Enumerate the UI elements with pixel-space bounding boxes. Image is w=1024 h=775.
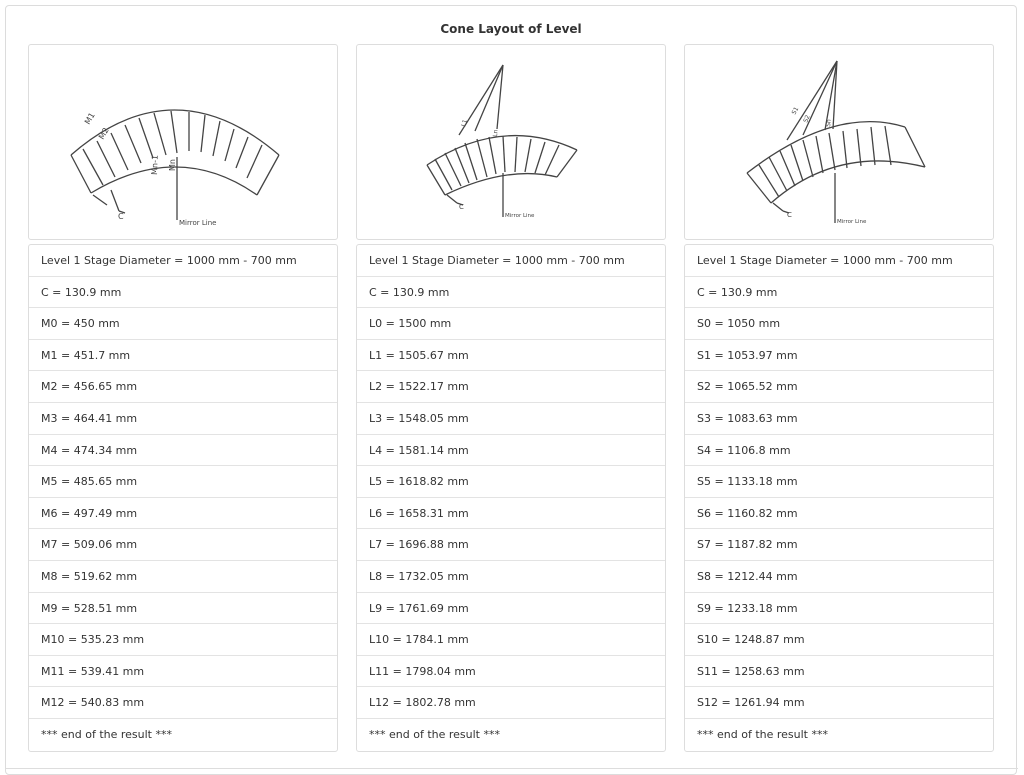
list-item: L4 = 1581.14 mm bbox=[357, 435, 665, 467]
list-item: S4 = 1106.8 mm bbox=[685, 435, 993, 467]
list-item: S10 = 1248.87 mm bbox=[685, 624, 993, 656]
list-item: M7 = 509.06 mm bbox=[29, 529, 337, 561]
list-item: L12 = 1802.78 mm bbox=[357, 687, 665, 719]
list-item: M11 = 539.41 mm bbox=[29, 656, 337, 688]
label-s1: S1 bbox=[791, 106, 801, 116]
list-item: M2 = 456.65 mm bbox=[29, 371, 337, 403]
label-c: C bbox=[787, 211, 792, 219]
label-mn-1: Mn-1 bbox=[150, 155, 160, 175]
column-s: S1 S2 Sn C Mirror Line Level 1 Stage Dia… bbox=[684, 44, 994, 752]
list-item: M8 = 519.62 mm bbox=[29, 561, 337, 593]
list-item: M9 = 528.51 mm bbox=[29, 593, 337, 625]
label-s2: S2 bbox=[802, 114, 811, 124]
layout-diagram-l: L1 Ln C Mirror Line bbox=[426, 64, 578, 219]
list-item: S0 = 1050 mm bbox=[685, 308, 993, 340]
list-item: S2 = 1065.52 mm bbox=[685, 371, 993, 403]
list-item: L1 = 1505.67 mm bbox=[357, 340, 665, 372]
list-item: L7 = 1696.88 mm bbox=[357, 529, 665, 561]
result-list-s: Level 1 Stage Diameter = 1000 mm - 700 m… bbox=[684, 244, 994, 752]
list-item: S6 = 1160.82 mm bbox=[685, 498, 993, 530]
result-list-l: Level 1 Stage Diameter = 1000 mm - 700 m… bbox=[356, 244, 666, 752]
list-item: S5 = 1133.18 mm bbox=[685, 466, 993, 498]
cone-layout-figure-s: S1 S2 Sn C Mirror Line bbox=[684, 44, 994, 240]
page-title: Cone Layout of Level bbox=[440, 22, 582, 36]
list-item: C = 130.9 mm bbox=[685, 277, 993, 309]
list-item: L11 = 1798.04 mm bbox=[357, 656, 665, 688]
list-item: M3 = 464.41 mm bbox=[29, 403, 337, 435]
list-item: M5 = 485.65 mm bbox=[29, 466, 337, 498]
list-item: L5 = 1618.82 mm bbox=[357, 466, 665, 498]
list-item: C = 130.9 mm bbox=[357, 277, 665, 309]
bottom-divider bbox=[6, 768, 1018, 769]
label-ln: Ln bbox=[492, 129, 499, 137]
list-item: L8 = 1732.05 mm bbox=[357, 561, 665, 593]
list-item: *** end of the result *** bbox=[697, 727, 828, 741]
label-m1: M1 bbox=[83, 111, 97, 126]
list-item: S8 = 1212.44 mm bbox=[685, 561, 993, 593]
result-panel: Cone Layout of Level bbox=[5, 5, 1018, 775]
list-item: Level 1 Stage Diameter = 1000 mm - 700 m… bbox=[357, 245, 665, 277]
result-list-m: Level 1 Stage Diameter = 1000 mm - 700 m… bbox=[28, 244, 338, 752]
label-mirror-line: Mirror Line bbox=[179, 219, 216, 227]
label-mn: Mn bbox=[168, 159, 177, 171]
list-item: S9 = 1233.18 mm bbox=[685, 593, 993, 625]
column-m: M1 M2 Mn-1 Mn C Mirror Line Level 1 Stag… bbox=[28, 44, 338, 752]
list-item: S11 = 1258.63 mm bbox=[685, 656, 993, 688]
cone-layout-figure-l: L1 Ln C Mirror Line bbox=[356, 44, 666, 240]
list-item: S1 = 1053.97 mm bbox=[685, 340, 993, 372]
list-item: C = 130.9 mm bbox=[29, 277, 337, 309]
cone-layout-figure-m: M1 M2 Mn-1 Mn C Mirror Line bbox=[28, 44, 338, 240]
list-item: S12 = 1261.94 mm bbox=[685, 687, 993, 719]
list-item: L2 = 1522.17 mm bbox=[357, 371, 665, 403]
label-sn: Sn bbox=[825, 119, 833, 127]
label-mirror-line: Mirror Line bbox=[837, 219, 867, 225]
list-item: *** end of the result *** bbox=[369, 727, 500, 741]
column-l: L1 Ln C Mirror Line Level 1 Stage Diamet… bbox=[356, 44, 666, 752]
list-item: M0 = 450 mm bbox=[29, 308, 337, 340]
list-item: S3 = 1083.63 mm bbox=[685, 403, 993, 435]
list-item: L6 = 1658.31 mm bbox=[357, 498, 665, 530]
list-item: M6 = 497.49 mm bbox=[29, 498, 337, 530]
list-item: L0 = 1500 mm bbox=[357, 308, 665, 340]
list-item: L9 = 1761.69 mm bbox=[357, 593, 665, 625]
label-mirror-line: Mirror Line bbox=[505, 213, 535, 219]
label-c: C bbox=[459, 203, 464, 211]
label-l1: L1 bbox=[460, 118, 469, 127]
list-item: Level 1 Stage Diameter = 1000 mm - 700 m… bbox=[29, 245, 337, 277]
layout-diagram-s: S1 S2 Sn C Mirror Line bbox=[746, 60, 926, 225]
list-item: S7 = 1187.82 mm bbox=[685, 529, 993, 561]
list-item: M10 = 535.23 mm bbox=[29, 624, 337, 656]
list-item: L10 = 1784.1 mm bbox=[357, 624, 665, 656]
list-item: *** end of the result *** bbox=[41, 727, 172, 741]
label-c: C bbox=[118, 212, 124, 221]
list-item: L3 = 1548.05 mm bbox=[357, 403, 665, 435]
list-item: Level 1 Stage Diameter = 1000 mm - 700 m… bbox=[685, 245, 993, 277]
list-item: M12 = 540.83 mm bbox=[29, 687, 337, 719]
layout-diagram-m: M1 M2 Mn-1 Mn C Mirror Line bbox=[70, 109, 280, 227]
list-item: M1 = 451.7 mm bbox=[29, 340, 337, 372]
list-item: M4 = 474.34 mm bbox=[29, 435, 337, 467]
